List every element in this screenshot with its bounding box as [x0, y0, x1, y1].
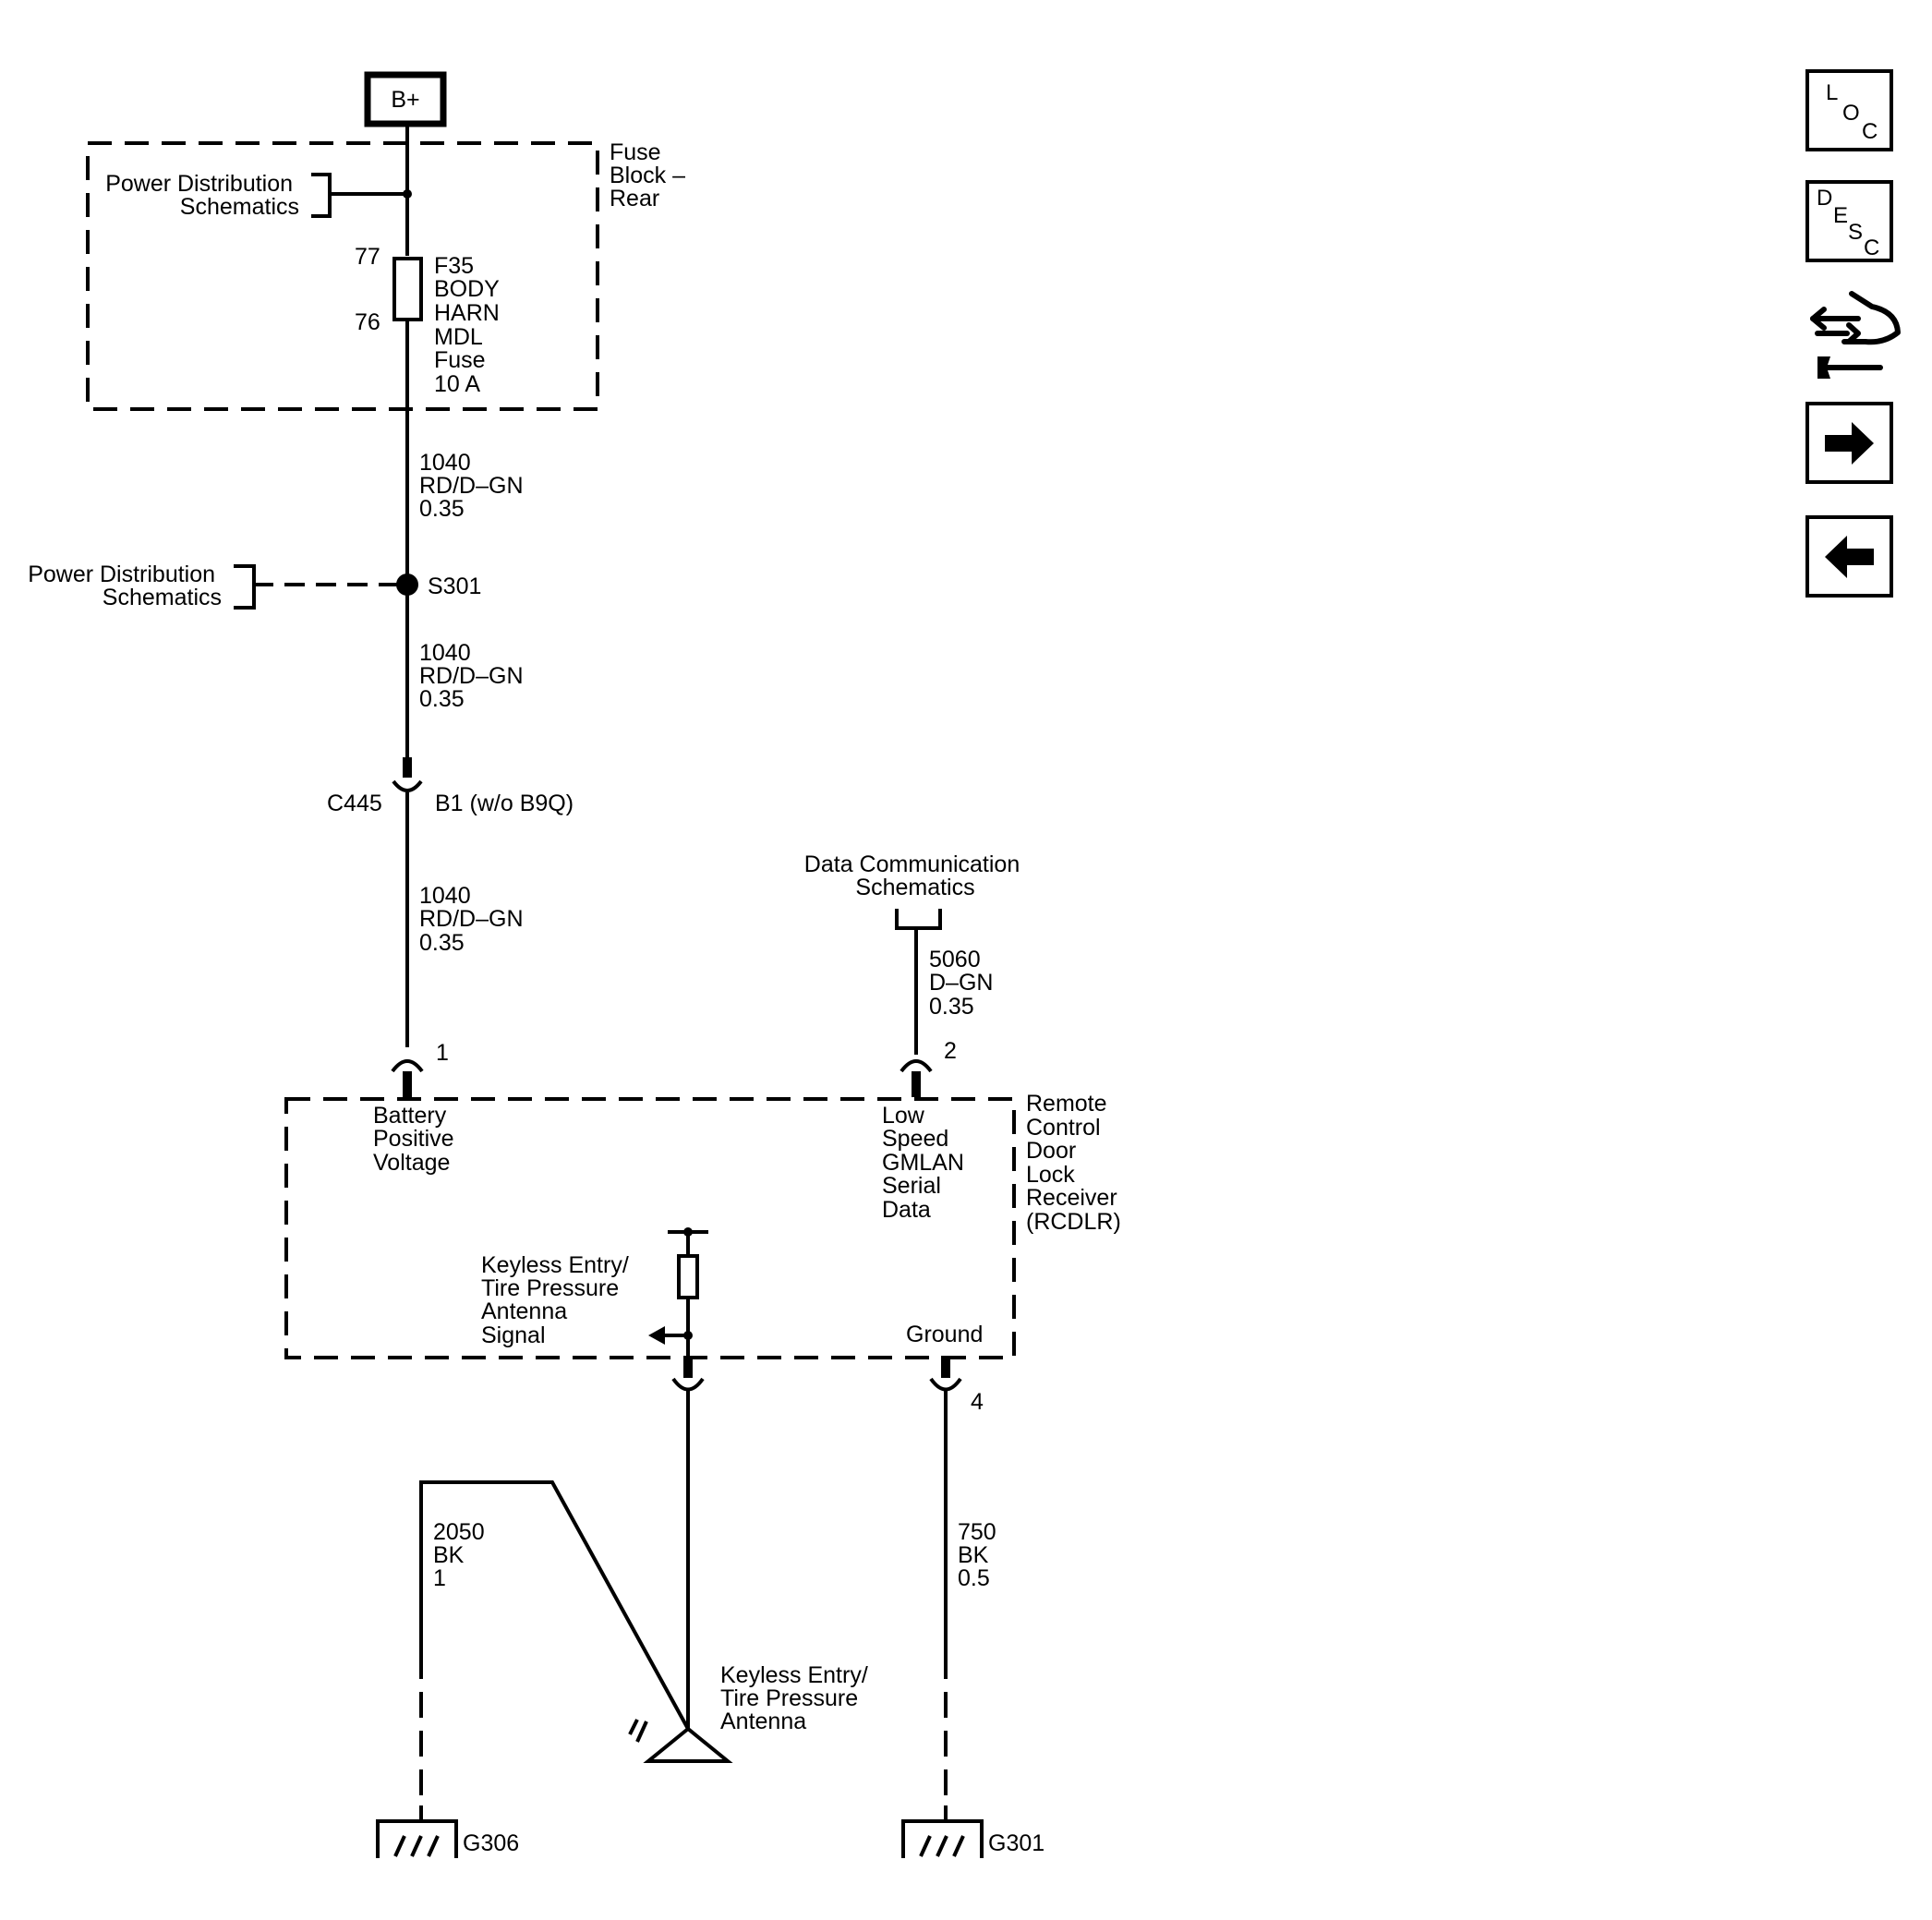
antenna-signal-function: Keyless Entry/ Tire Pressure Antenna Sig… — [481, 1252, 635, 1348]
module-pin1-terminal — [403, 1071, 412, 1097]
antenna-pin-receptacle — [671, 1377, 705, 1392]
connector-c445-receptacle — [392, 779, 423, 792]
wire-label-w1: 1040 RD/D–GN 0.35 — [419, 450, 529, 522]
module-pin1-receptacle — [391, 1059, 424, 1073]
module-pin1-function: Battery Positive Voltage — [373, 1103, 461, 1176]
module-pin2-function: Low Speed GMLAN Serial Data — [882, 1103, 971, 1223]
desc-letter-d: D — [1817, 186, 1832, 211]
wire-label-w5: 2050 BK 1 — [433, 1519, 491, 1591]
ground-symbol-g306 — [376, 1805, 458, 1858]
data-comm-bracket — [895, 909, 942, 930]
fuse-f35 — [392, 257, 423, 321]
internal-resistor — [677, 1254, 699, 1299]
loc-letter-o: O — [1842, 101, 1860, 126]
module-pin2-number: 2 — [944, 1038, 957, 1064]
wrench-head-icon — [1817, 356, 1830, 379]
data-comm-ref: Data Communication Schematics — [804, 851, 1026, 900]
wire-label-w4: 5060 D–GN 0.35 — [929, 947, 999, 1020]
splice-s301-dot — [396, 574, 418, 596]
ground-symbol-g301 — [901, 1805, 984, 1858]
previous-page-button[interactable] — [1805, 515, 1893, 598]
pds-ref-splice: Power Distribution Schematics — [28, 562, 222, 610]
junction-dot-fuse-block — [403, 189, 412, 199]
ground-g301-label: G301 — [988, 1830, 1044, 1856]
arrow-right-icon — [1825, 422, 1874, 465]
fuse-pin-bottom: 76 — [355, 309, 380, 335]
loc-letter-l: L — [1826, 80, 1838, 105]
hand-wrench-icon — [1810, 291, 1901, 370]
module-ground-function: Ground — [906, 1322, 983, 1347]
module-pin4-receptacle — [929, 1377, 962, 1392]
module-pin2-terminal — [912, 1071, 921, 1097]
wire-label-w2: 1040 RD/D–GN 0.35 — [419, 640, 529, 712]
rcdlr-module-name: Remote Control Door Lock Receiver (RCDLR… — [1026, 1091, 1124, 1235]
fuse-label: F35 BODY HARN MDL Fuse 10 A — [434, 253, 506, 397]
connector-c445-pin-label: B1 (w/o B9Q) — [435, 791, 574, 816]
connector-c445-label: C445 — [327, 791, 382, 816]
fuse-pin-top: 77 — [355, 244, 380, 270]
desc-button[interactable]: D E S C — [1805, 180, 1893, 262]
splice-s301-label: S301 — [428, 574, 481, 599]
connector-end-view-button[interactable] — [1810, 291, 1901, 379]
antenna-label: Keyless Entry/ Tire Pressure Antenna — [720, 1662, 875, 1734]
antenna-pin-terminal — [683, 1356, 693, 1378]
fuse-block-name: Fuse Block – Rear — [610, 139, 692, 211]
power-source-label: B+ — [391, 87, 419, 113]
rcdlr-module-outline — [284, 1097, 1016, 1359]
desc-letter-c: C — [1864, 235, 1879, 260]
pds-ref-fuse-block: Power Distribution Schematics — [105, 171, 299, 220]
wire-label-w3: 1040 RD/D–GN 0.35 — [419, 883, 529, 956]
antenna-radiation-icon — [628, 1719, 648, 1743]
arrow-left-icon — [1825, 536, 1874, 578]
module-pin4-terminal — [941, 1356, 950, 1378]
ground-g306-label: G306 — [463, 1830, 519, 1856]
pds-bracket-fuse-block — [311, 173, 332, 218]
module-pin2-receptacle — [900, 1059, 933, 1073]
desc-letter-s: S — [1848, 220, 1863, 245]
desc-letter-e: E — [1833, 203, 1848, 228]
module-pin4-number: 4 — [971, 1389, 984, 1415]
connector-c445-pin — [403, 757, 412, 778]
loc-letter-c: C — [1862, 119, 1878, 144]
antenna-shield-wire — [419, 1480, 690, 1730]
pds-bracket-splice — [234, 564, 256, 610]
next-page-button[interactable] — [1805, 402, 1893, 484]
wire-label-w6: 750 BK 0.5 — [958, 1519, 1003, 1591]
module-pin1-number: 1 — [436, 1040, 449, 1066]
internal-signal-arrow-head — [648, 1326, 665, 1345]
antenna-symbol — [643, 1726, 733, 1763]
loc-button[interactable]: L O C — [1805, 69, 1893, 151]
fuse-block-outline — [86, 141, 599, 411]
